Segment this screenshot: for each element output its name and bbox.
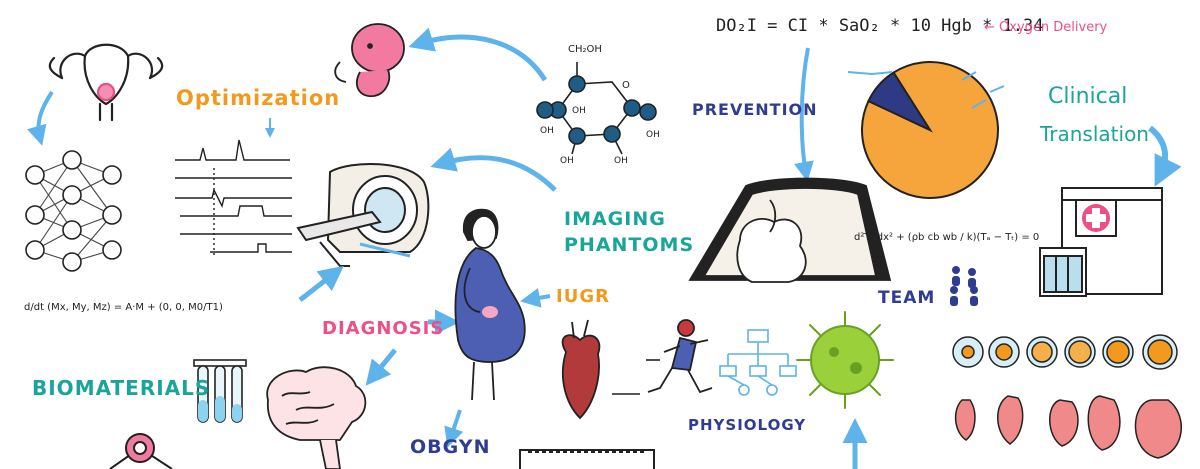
bloch-equation: d/dt (Mx, My, Mz) = A·M + (0, 0, M0/T1) [24,302,223,313]
heat-equation: d²Tₜ/dx² + (ρb cb wb / k)(Tₐ − Tₜ) = 0 [854,232,1040,243]
obgyn-label: OBGYN [410,436,491,458]
molecule-icon [109,433,173,469]
physiology-label: PHYSIOLOGY [688,416,807,434]
glucose-ring-oxygen: O [622,80,630,91]
hospital-icon [1039,187,1163,297]
pie-chart-icon [861,61,999,199]
ultrasound-fetus-icon [688,177,892,283]
embryo-stages-icon [952,334,1178,370]
glucose-oh-1: OH [540,126,554,136]
biomaterials-label: BIOMATERIALS [32,376,211,400]
glucose-oh-4: OH [614,156,628,166]
flowchart-icon [719,329,797,396]
mri-scanner-icon [296,163,430,267]
phantoms-label: PHANTOMS [564,234,695,256]
heart-icon [561,319,601,420]
glucose-oh-5: OH [646,130,660,140]
virus-icon [796,311,894,409]
petri-dish-icon [519,449,655,469]
diagnosis-label: DIAGNOSIS [322,318,445,339]
glucose-top-group: CH₂OH [568,44,602,55]
team-icon [950,266,978,306]
optimization-label: Optimization [176,86,341,110]
glucose-oh-3: OH [560,156,574,166]
oxygen-delivery-formula: DO₂I = CI * SaO₂ * 10 Hgb * 1.34 [716,16,1044,36]
pregnant-woman-icon [454,208,526,401]
prevention-label: PREVENTION [692,100,818,119]
fetus-development-icon [954,395,1182,459]
glucose-oh-2: OH [572,106,586,116]
iugr-label: IUGR [556,286,610,307]
test-tubes-icon [193,359,247,423]
runner-icon [647,319,713,394]
pie-slice-1 [867,71,933,133]
oxygen-delivery-label: ← Oxygen Delivery [984,20,1108,35]
translation-label: Translation [1040,122,1149,146]
brain-icon [266,366,367,469]
imaging-label: IMAGING [564,208,666,230]
fetus-icon [334,23,405,98]
signal-pulses-icon [175,118,292,258]
neural-network-icon [25,150,122,272]
uterus-icon [48,43,164,122]
team-label: TEAM [878,288,936,308]
clinical-label: Clinical [1048,84,1128,109]
glucose-molecule-icon [536,62,657,155]
